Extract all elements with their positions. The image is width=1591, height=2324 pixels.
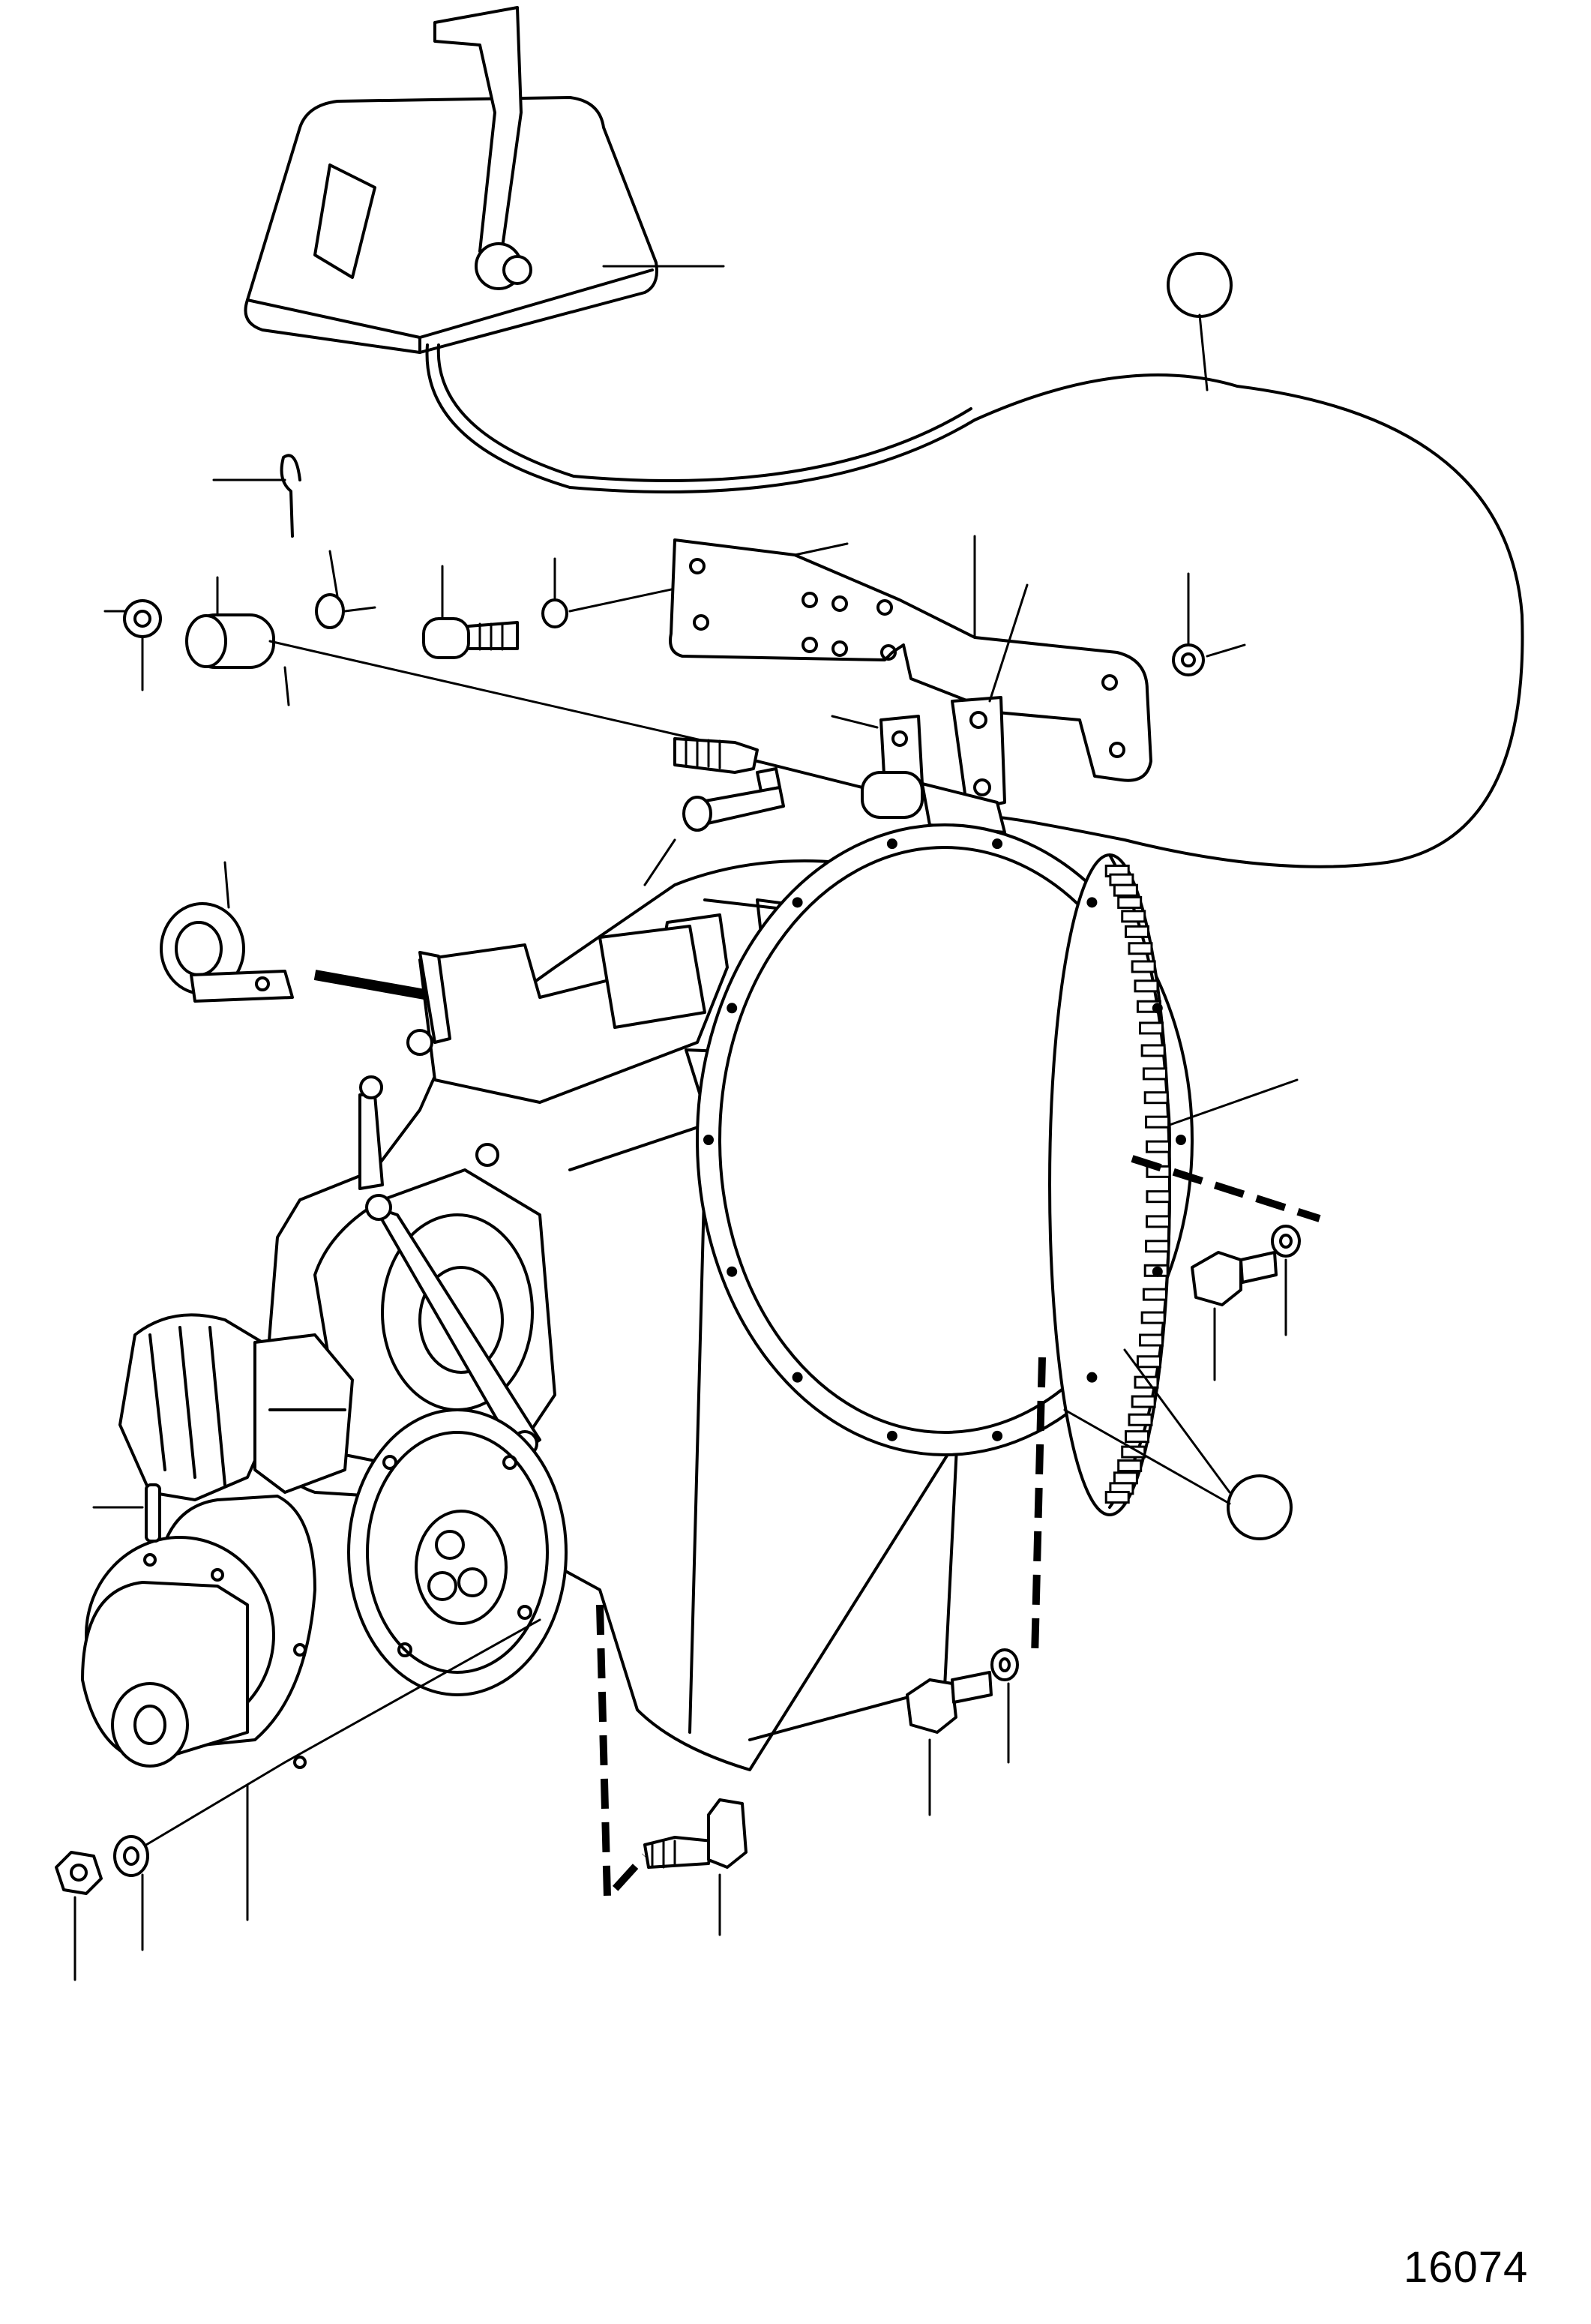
gear-tooth [1145,1240,1170,1253]
gear-tooth [1134,1375,1159,1389]
cable-end-icon [643,737,1006,886]
cable-icon [425,252,1524,868]
gear-tooth [1113,1471,1138,1485]
gear-tooth [1142,1288,1167,1301]
pin-icon [92,1483,161,1543]
flywheel-bolt [1176,1135,1186,1145]
flywheel-bolt [886,838,897,850]
gear-tooth [1128,942,1153,955]
flywheel-icon [696,823,1299,1516]
gear-tooth [1117,895,1143,909]
gear-tooth [1121,1445,1146,1459]
gear-tooth [1104,1491,1130,1504]
flywheel-bolt [1152,1266,1163,1277]
gear-tooth [1109,873,1134,886]
gear-tooth [1145,1215,1170,1228]
gear-tooth [1125,925,1150,938]
gear-tooth [1131,1395,1156,1408]
alignment-dashes [596,1155,1321,1907]
gear-tooth [1136,1355,1161,1369]
gear-tooth [1125,1430,1150,1444]
oil-filter-icon [118,1313,354,1501]
flywheel-bolt [792,1372,803,1383]
flywheel-bolt [992,838,1003,850]
gear-tooth [1143,1091,1169,1105]
bolt-icon [643,1225,1301,1936]
gear-tooth [1128,1413,1153,1426]
flywheel-bolt [1086,897,1098,908]
gear-tooth [1117,1459,1143,1473]
flywheel-bolt [727,1266,738,1277]
callout-circle [1063,1348,1293,1540]
gear-tooth [1121,910,1146,923]
flywheel-bolt [886,1430,897,1441]
gear-tooth [1113,883,1138,897]
flywheel-bolt [703,1135,714,1145]
gear-tooth [1146,1190,1171,1204]
nut-icon [55,1851,103,1981]
figure-number: 16074 [1404,2243,1529,2292]
washer-icon [113,1761,286,1951]
gear-tooth [1145,1115,1170,1129]
flywheel-bolt [727,1003,738,1014]
bracket-icon [669,535,1246,811]
control-lever-icon [244,6,725,354]
flywheel-bolt [792,897,803,908]
bolt-icon [422,557,676,659]
gear-tooth [1142,1067,1167,1081]
gear-tooth [1138,1333,1164,1347]
gear-tooth [1140,1044,1166,1057]
gear-tooth [1145,1140,1170,1153]
gear-tooth [1138,1021,1164,1035]
coupling-flange-icon [81,1408,568,1921]
gear-tooth [1134,979,1159,993]
gear-tooth [1131,960,1156,973]
gear-tooth [1140,1311,1166,1324]
clip-icon [103,454,729,748]
flywheel-bolt [1152,1003,1163,1014]
flywheel-bolt [1086,1372,1098,1383]
flywheel-bolt [992,1430,1003,1441]
